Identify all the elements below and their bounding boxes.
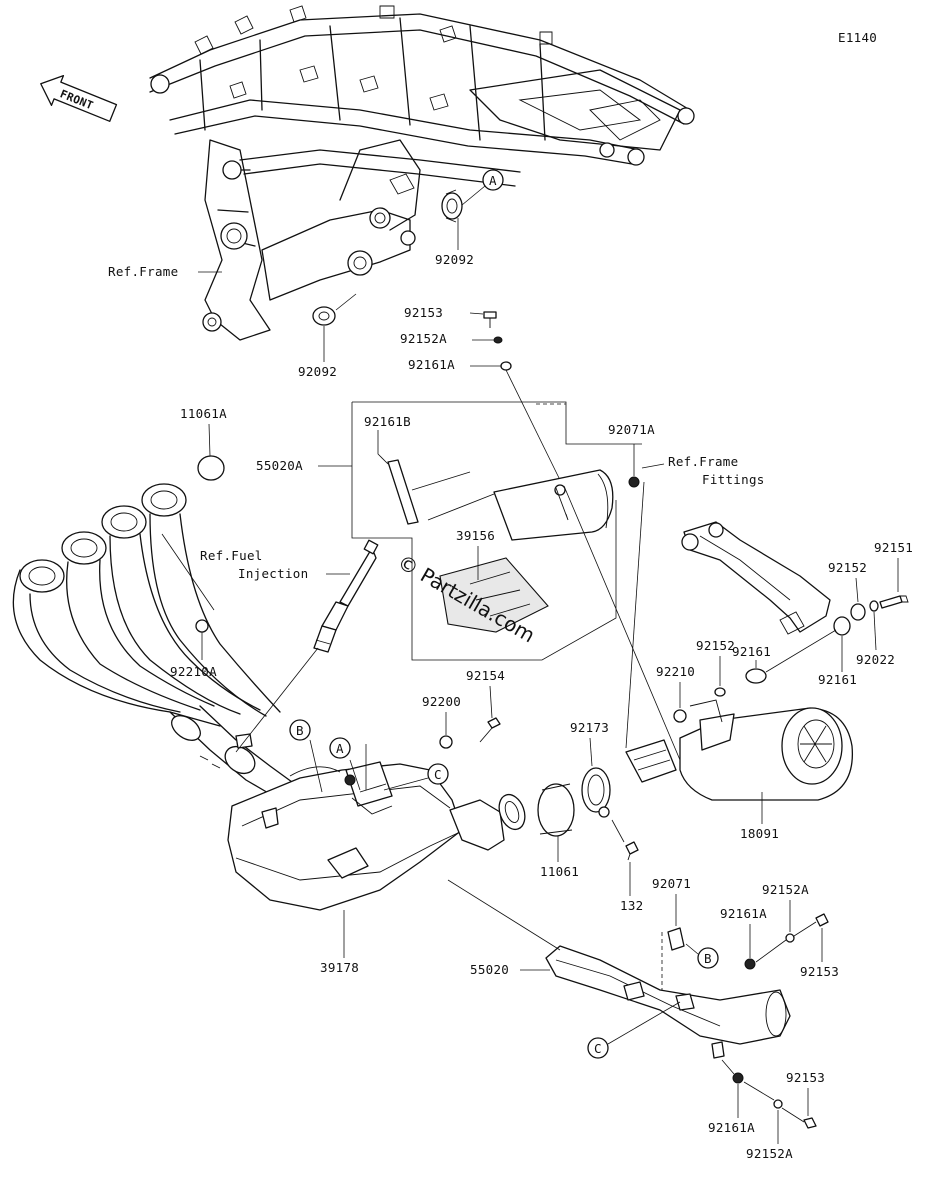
part-92161A-mid-grommet [744, 958, 756, 970]
diagram-code: E1140 [838, 30, 877, 45]
part-label-92161A-bot: 92161A [708, 1120, 755, 1135]
ref-fittings-label-2: Fittings [702, 472, 765, 487]
ref-fuel-label-1: Ref.Fuel [200, 548, 263, 563]
part-92154-bolt [479, 717, 501, 743]
exhaust-headers [12, 483, 293, 795]
part-label-92022: 92022 [856, 652, 895, 667]
part-11061A-gasket [197, 455, 225, 481]
part-label-92153-top: 92153 [404, 305, 443, 320]
callout-a-2: A [336, 741, 344, 756]
callout-c-1: C [434, 767, 442, 782]
ref-fuel-label-2: Injection [238, 566, 308, 581]
bolt-stack-top [483, 311, 512, 371]
bolt-stack-right [714, 595, 909, 697]
callout-c-circle-2 [587, 1037, 609, 1059]
part-92210A-nut [195, 619, 209, 633]
part-11061-gasket [537, 783, 575, 837]
part-label-11061A: 11061A [180, 406, 227, 421]
part-label-92152A-mid: 92152A [762, 882, 809, 897]
part-92092-nut-bottom [312, 306, 336, 326]
part-label-92161A-mid: 92161A [720, 906, 767, 921]
part-92210-nut [673, 709, 687, 723]
callout-b-circle-1 [289, 719, 311, 741]
part-label-92154: 92154 [466, 668, 505, 683]
part-92173-clamp [581, 767, 611, 818]
part-label-55020: 55020 [470, 962, 509, 977]
part-label-39178: 39178 [320, 960, 359, 975]
part-label-92173: 92173 [570, 720, 609, 735]
part-label-92092-top: 92092 [435, 252, 474, 267]
pre-chamber-39178 [227, 761, 526, 911]
part-label-92153-mid: 92153 [800, 964, 839, 979]
part-label-92153-bot: 92153 [786, 1070, 825, 1085]
part-label-92151: 92151 [874, 540, 913, 555]
ref-frame-label: Ref.Frame [108, 264, 178, 279]
part-92092-nut-top [441, 189, 463, 223]
ref-fittings-label-1: Ref.Frame [668, 454, 738, 469]
part-label-92200: 92200 [422, 694, 461, 709]
callout-b-2: B [704, 951, 712, 966]
part-92152A-mid-washer [785, 933, 795, 943]
part-label-92152A-bot: 92152A [746, 1146, 793, 1161]
part-label-92152-r1: 92152 [828, 560, 867, 575]
part-label-92092-bottom: 92092 [298, 364, 337, 379]
heat-shield-inset [351, 401, 642, 661]
front-arrow-icon: FRONT [40, 75, 118, 122]
part-label-92071A: 92071A [608, 422, 655, 437]
callout-a-1: A [489, 173, 497, 188]
part-92161A-bot-grommet [732, 1072, 744, 1084]
muffler-18091 [625, 699, 854, 801]
part-label-92161B: 92161B [364, 414, 411, 429]
callout-b-circle-2 [697, 947, 719, 969]
part-132-bolt [625, 841, 639, 861]
callout-b-1: B [296, 723, 304, 738]
callout-a-circle-1 [482, 169, 504, 191]
part-92071-grommet [667, 927, 685, 951]
part-label-92152-r2: 92152 [696, 638, 735, 653]
heat-shield-55020 [545, 945, 791, 1059]
o2-sensor [313, 539, 379, 653]
part-label-92161-r2: 92161 [818, 672, 857, 687]
part-92152A-bot-washer [773, 1099, 783, 1109]
part-label-92071: 92071 [652, 876, 691, 891]
part-92153-bot-bolt [803, 1117, 817, 1129]
part-label-92210: 92210 [656, 664, 695, 679]
part-label-132: 132 [620, 898, 643, 913]
part-label-92210A: 92210A [170, 664, 217, 679]
part-label-92161A-top: 92161A [408, 357, 455, 372]
frame-drawing [149, 5, 695, 341]
part-label-11061: 11061 [540, 864, 579, 879]
part-label-92161-r1: 92161 [732, 644, 771, 659]
part-label-55020A: 55020A [256, 458, 303, 473]
frame-fitting-bracket [681, 521, 831, 635]
callout-c-2: C [594, 1041, 602, 1056]
callout-c-circle-1 [427, 763, 449, 785]
callout-a-circle-2 [329, 737, 351, 759]
part-label-92152A-top: 92152A [400, 331, 447, 346]
part-92153-mid-bolt [815, 913, 829, 927]
part-92071A-grommet [628, 476, 640, 488]
part-label-39156: 39156 [456, 528, 495, 543]
part-label-18091: 18091 [740, 826, 779, 841]
part-92200-washer [439, 735, 453, 749]
